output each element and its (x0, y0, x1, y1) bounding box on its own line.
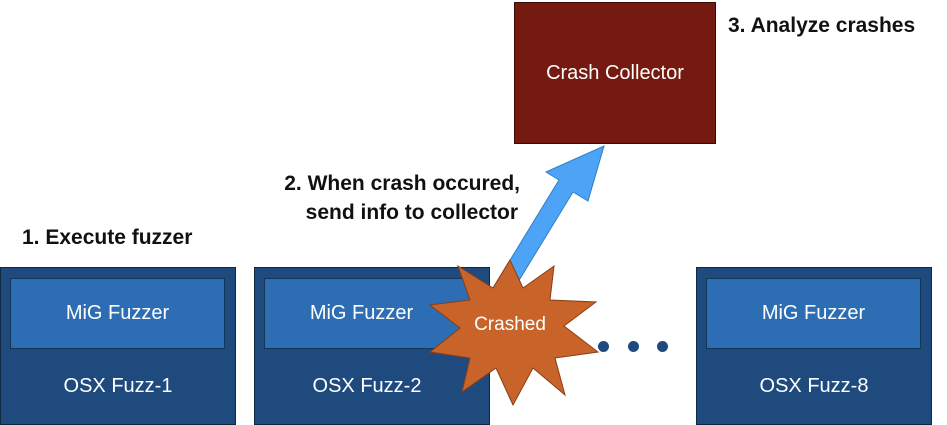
step-1-label: 1. Execute fuzzer (22, 226, 193, 249)
mig-fuzzer-box-1: MiG Fuzzer (10, 278, 225, 349)
machine-osx-fuzz-8: MiG Fuzzer OSX Fuzz-8 (696, 267, 932, 425)
step-2-line-1: 2. When crash occured, (284, 172, 520, 195)
crashed-label: Crashed (474, 314, 546, 335)
ellipsis-dot-2 (598, 341, 609, 352)
mig-fuzzer-label-1: MiG Fuzzer (65, 302, 170, 324)
machine-name-2: OSX Fuzz-2 (312, 375, 422, 397)
ellipsis-dot-4 (657, 341, 668, 352)
machine-name-1: OSX Fuzz-1 (63, 375, 173, 397)
machine-name-8: OSX Fuzz-8 (759, 375, 869, 397)
machine-osx-fuzz-1: MiG Fuzzer OSX Fuzz-1 (0, 267, 236, 425)
crash-burst-icon (428, 258, 600, 407)
step-3-label: 3. Analyze crashes (728, 14, 916, 37)
crash-collector-box: Crash Collector (514, 2, 716, 144)
crash-collector-label: Crash Collector (546, 61, 684, 84)
ellipsis-dot-3 (628, 341, 639, 352)
mig-fuzzer-label-8: MiG Fuzzer (761, 302, 866, 324)
step-2-label: 2. When crash occured, send info to coll… (248, 169, 520, 227)
send-info-arrow-icon (482, 145, 605, 301)
mig-fuzzer-label-2: MiG Fuzzer (309, 302, 414, 324)
mig-fuzzer-box-8: MiG Fuzzer (706, 278, 921, 349)
step-2-line-2: send info to collector (305, 201, 518, 224)
